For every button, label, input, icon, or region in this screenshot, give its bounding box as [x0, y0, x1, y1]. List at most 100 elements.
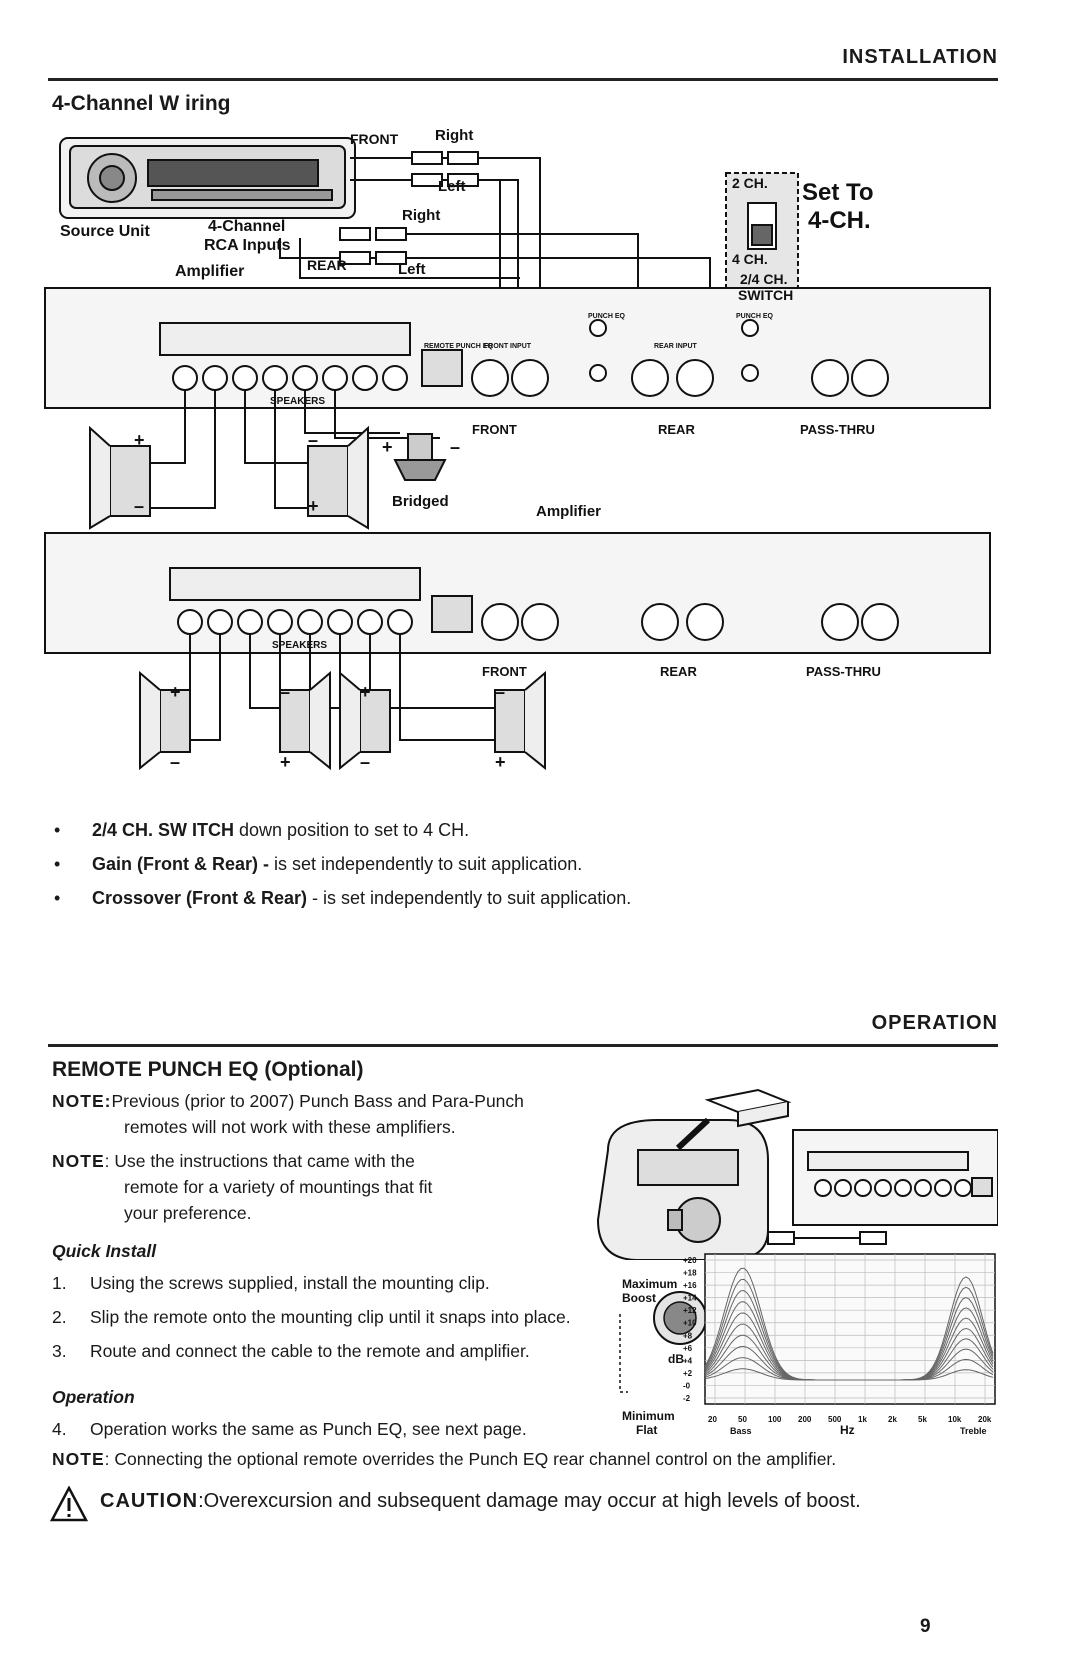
step-4: 4.Operation works the same as Punch EQ, … — [52, 1419, 527, 1439]
bullet-item: Gain (Front & Rear) - is set independent… — [48, 854, 631, 888]
graph-db: dB — [668, 1352, 684, 1366]
graph-y-tick: -0 — [683, 1381, 691, 1390]
note2-line2: remote for a variety of mountings that f… — [124, 1177, 433, 1197]
diag-minus-2: – — [308, 430, 318, 450]
diag-rear-out-2: REAR — [660, 664, 697, 679]
graph-y-tick: +8 — [683, 1331, 693, 1340]
diag-plus-3: + — [382, 437, 393, 457]
diag-minus-3: – — [450, 437, 460, 457]
graph-y-tick: +12 — [683, 1306, 697, 1315]
diag-set-to-value: 4-CH. — [808, 207, 871, 234]
diag-minus-7: – — [495, 682, 505, 702]
graph-x-tick: 50 — [738, 1415, 747, 1424]
graph-x-tick: 500 — [828, 1415, 842, 1424]
wiring-notes: 2/4 CH. SW ITCH down position to set to … — [48, 820, 631, 922]
graph-y-tick: +14 — [683, 1294, 697, 1303]
graph-x-tick: 20k — [978, 1415, 992, 1424]
source-unit-graphic — [59, 137, 356, 219]
graph-x-tick: 1k — [858, 1415, 867, 1424]
diag-24ch: 2/4 CH. — [740, 271, 787, 287]
diag-bridged: Bridged — [392, 493, 449, 510]
page-number: 9 — [920, 1616, 931, 1637]
bullet-item: 2/4 CH. SW ITCH down position to set to … — [48, 820, 631, 854]
diag-minus-5: – — [280, 682, 290, 702]
diag-plus-7: + — [495, 752, 506, 772]
graph-y-tick: +18 — [683, 1269, 697, 1278]
note3: NOTE: Connecting the optional remote ove… — [52, 1449, 837, 1469]
step-3: 3.Route and connect the cable to the rem… — [52, 1341, 530, 1361]
graph-maximum: Maximum — [622, 1277, 677, 1291]
graph-y-tick: +6 — [683, 1344, 693, 1353]
diag-punch-eq-2: PUNCH EQ — [736, 313, 774, 320]
diag-rear-input-1: REAR INPUT — [654, 343, 698, 350]
graph-x-tick: 2k — [888, 1415, 897, 1424]
graph-x-tick: 20 — [708, 1415, 717, 1424]
diag-right-bottom: Right — [402, 207, 440, 224]
graph-flat: Flat — [636, 1423, 657, 1437]
diag-front-input-1: FRONT INPUT — [484, 343, 532, 350]
bullet-item: Crossover (Front & Rear) - is set indepe… — [48, 888, 631, 922]
diag-2ch: 2 CH. — [732, 175, 768, 191]
installation-title: INSTALLATION — [842, 46, 998, 68]
step-2: 2.Slip the remote onto the mounting clip… — [52, 1307, 571, 1327]
graph-y-tick: +10 — [683, 1319, 697, 1328]
diag-plus-1: + — [134, 430, 145, 450]
remote-eq-title: REMOTE PUNCH EQ (Optional) — [52, 1058, 364, 1081]
eq-curve — [704, 1267, 994, 1381]
caution-text: CAUTION:Overexcursion and subsequent dam… — [100, 1490, 861, 1512]
diag-speakers-2: SPEAKERS — [272, 640, 327, 651]
subwoofer-bridged — [393, 433, 447, 481]
diag-front: FRONT — [350, 131, 399, 147]
diag-passthru: PASS-THRU — [800, 422, 875, 437]
note2-line3: your preference. — [124, 1203, 252, 1223]
diag-passthru-2: PASS-THRU — [806, 664, 881, 679]
diag-plus-6: + — [360, 682, 371, 702]
graph-y-tick: +20 — [683, 1256, 697, 1265]
diag-right-top: Right — [435, 128, 473, 144]
graph-y-tick: +2 — [683, 1369, 693, 1378]
diag-rear: REAR — [307, 257, 347, 273]
graph-hz: Hz — [840, 1423, 855, 1437]
installation-header: INSTALLATION — [48, 46, 998, 81]
diag-left-bottom: Left — [398, 261, 426, 278]
diag-plus-5: + — [280, 752, 291, 772]
graph-treble: Treble — [960, 1426, 987, 1436]
diag-minus-1: – — [134, 496, 144, 516]
diag-minus-4: – — [170, 752, 180, 772]
diag-4-channel: 4-Channel — [208, 218, 285, 235]
diag-source-unit: Source Unit — [60, 223, 150, 240]
diag-plus-2: + — [308, 496, 319, 516]
note1: NOTE:Previous (prior to 2007) Punch Bass… — [52, 1091, 524, 1111]
operation-heading: Operation — [52, 1387, 135, 1407]
graph-x-tick: 10k — [948, 1415, 962, 1424]
diag-set-to: Set To — [802, 179, 874, 206]
diag-amplifier-bottom: Amplifier — [536, 503, 601, 520]
diag-speakers-1: SPEAKERS — [270, 396, 325, 407]
diag-amplifier-top: Amplifier — [175, 263, 244, 280]
graph-x-tick: 100 — [768, 1415, 782, 1424]
diag-4ch: 4 CH. — [732, 251, 768, 267]
diag-plus-4: + — [170, 682, 181, 702]
operation-header: OPERATION — [48, 1012, 998, 1047]
diag-remote-eq-1: REMOTE PUNCH EQ — [424, 343, 493, 350]
note2: NOTE: Use the instructions that came wit… — [52, 1151, 415, 1171]
graph-y-tick: +16 — [683, 1281, 697, 1290]
graph-y-tick: +4 — [683, 1356, 693, 1365]
graph-bass: Bass — [730, 1426, 752, 1436]
operation-title: OPERATION — [871, 1012, 998, 1034]
quick-install-heading: Quick Install — [52, 1241, 157, 1261]
remote-mounting-illustration — [596, 1088, 998, 1260]
diag-minus-6: – — [360, 752, 370, 772]
diag-switch: SWITCH — [738, 287, 793, 303]
speaker-right-front — [307, 425, 369, 530]
wiring-diagram: FRONT Right Left Right Left REAR Source … — [44, 128, 991, 772]
diag-rca-inputs: RCA Inputs — [204, 237, 291, 254]
speaker-left-front — [89, 425, 151, 530]
diag-front-out-2: FRONT — [482, 664, 527, 679]
diag-punch-eq-1: PUNCH EQ — [588, 313, 626, 320]
diag-rear-out: REAR — [658, 422, 695, 437]
wiring-title: 4-Channel W iring — [52, 92, 231, 115]
graph-x-tick: 5k — [918, 1415, 927, 1424]
graph-minimum: Minimum — [622, 1409, 675, 1423]
step-1: 1.Using the screws supplied, install the… — [52, 1273, 490, 1293]
